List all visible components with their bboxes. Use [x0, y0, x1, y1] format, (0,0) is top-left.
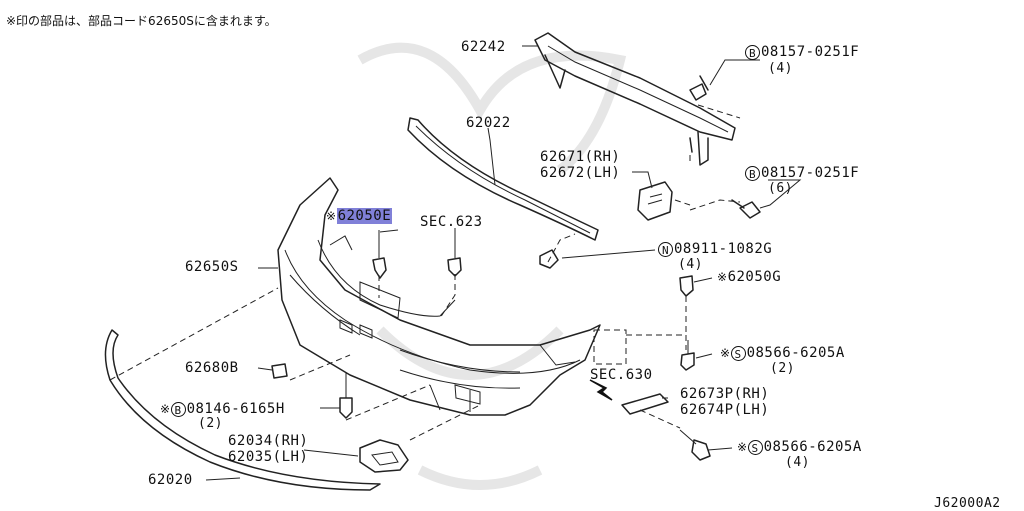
star-mark-icon: ※ — [720, 346, 731, 360]
qty-bolt-08146: (2) — [198, 416, 223, 431]
fastener-62050e[interactable] — [372, 230, 387, 279]
star-mark-icon: ※ — [717, 270, 728, 284]
lip-strip-62020[interactable] — [104, 329, 381, 491]
nut-08911[interactable] — [539, 249, 559, 269]
screw-08566-lower[interactable] — [679, 429, 711, 461]
label-62050e: 62050E — [336, 208, 393, 224]
diagram-code: J62000A2 — [934, 496, 1001, 511]
sec630-arrow — [589, 379, 613, 401]
upper-support-62242[interactable] — [534, 32, 736, 166]
screw-symbol-icon: S — [747, 440, 763, 455]
note-text: ※印の部品は、部品コード62650Sに含まれます。 — [6, 14, 277, 28]
qty-bolt-08157-mid: (6) — [768, 181, 793, 196]
fog-lamp-bezel[interactable] — [359, 439, 409, 473]
watermark-emblem — [357, 42, 627, 490]
label-bolt-08157-mid: 08157-0251F — [761, 165, 860, 181]
screw-symbol-icon: S — [730, 346, 746, 361]
callout-62050e[interactable]: ※62050E — [326, 208, 393, 224]
leader-lines — [205, 45, 802, 481]
fastener-sec623[interactable] — [447, 232, 462, 277]
bolt-08157-top[interactable] — [689, 75, 709, 101]
label-screw-08566-lower: 08566-6205A — [763, 439, 862, 455]
dashed-guide-lines — [109, 104, 741, 441]
clip-62680b[interactable] — [271, 363, 288, 379]
label-sec630[interactable]: SEC.630 — [590, 367, 653, 383]
qty-nut-08911: (4) — [678, 257, 703, 272]
bracket-62671[interactable] — [637, 181, 673, 221]
qty-bolt-08157-top: (4) — [768, 61, 793, 76]
fastener-62050g[interactable] — [679, 275, 694, 297]
label-62022[interactable]: 62022 — [466, 115, 511, 131]
bolt-symbol-icon: B — [745, 166, 760, 181]
screw-08566-upper[interactable] — [680, 340, 695, 371]
label-bolt-08146: 08146-6165H — [186, 401, 285, 417]
qty-screw-08566-lower: (4) — [785, 455, 810, 470]
bolt-08157-mid[interactable] — [731, 199, 761, 219]
label-62671[interactable]: 62671(RH) — [540, 149, 621, 165]
label-62020[interactable]: 62020 — [148, 472, 193, 488]
bolt-symbol-icon: B — [170, 402, 186, 417]
label-sec623[interactable]: SEC.623 — [420, 214, 483, 230]
label-62050g: 62050G — [727, 269, 782, 285]
nut-symbol-icon: N — [658, 242, 673, 257]
star-mark-icon: ※ — [737, 440, 748, 454]
label-62680b[interactable]: 62680B — [185, 360, 239, 376]
star-mark-icon: ※ — [160, 402, 171, 416]
label-62674p[interactable]: 62674P(LH) — [680, 402, 770, 418]
qty-screw-08566-upper: (2) — [770, 361, 795, 376]
bolt-symbol-icon: B — [745, 45, 760, 60]
label-62035[interactable]: 62035(LH) — [228, 449, 309, 465]
label-62242[interactable]: 62242 — [461, 39, 506, 55]
side-bracket-62673[interactable] — [621, 393, 669, 415]
label-62034[interactable]: 62034(RH) — [228, 433, 309, 449]
bumper-fascia-62650s[interactable] — [277, 177, 601, 416]
label-62650s[interactable]: 62650S — [185, 259, 239, 275]
star-mark-icon: ※ — [326, 209, 337, 223]
grille-insert[interactable] — [359, 281, 401, 319]
label-bolt-08157-top: 08157-0251F — [761, 44, 860, 60]
label-screw-08566-upper: 08566-6205A — [746, 345, 845, 361]
label-nut-08911: 08911-1082G — [674, 241, 773, 257]
callout-62050g[interactable]: ※62050G — [717, 270, 781, 285]
label-62672[interactable]: 62672(LH) — [540, 165, 621, 181]
label-62673p[interactable]: 62673P(RH) — [680, 386, 770, 402]
reinforcement-62022[interactable] — [407, 117, 599, 241]
